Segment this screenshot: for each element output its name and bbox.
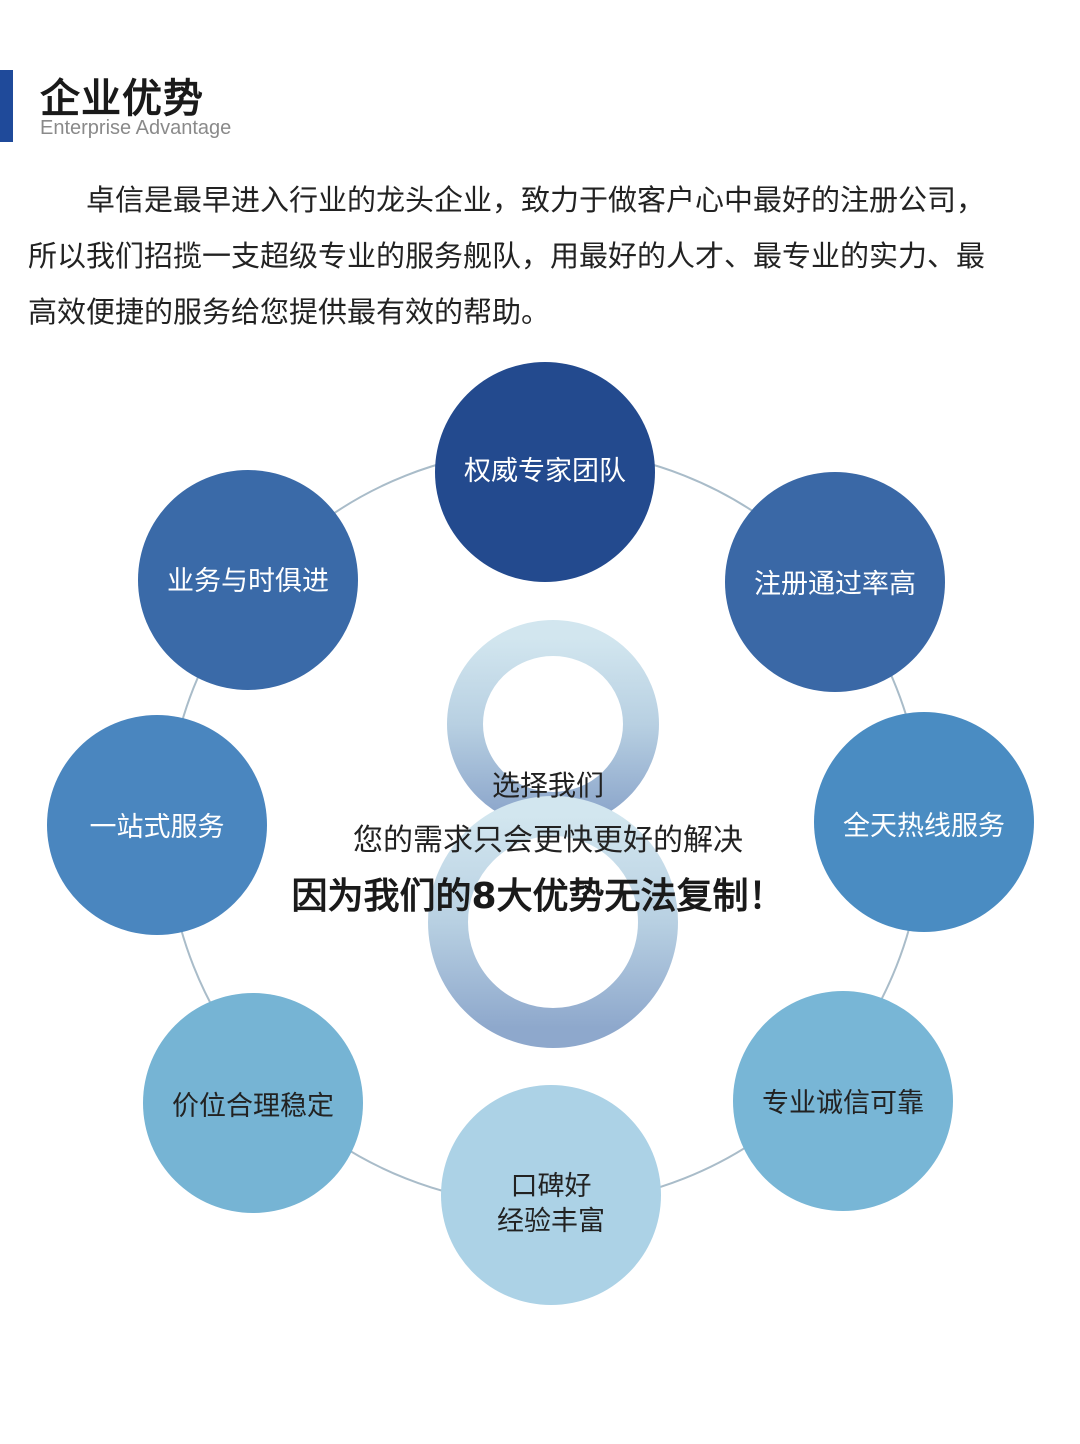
- advantage-node-high-pass-rate: 注册通过率高: [725, 472, 945, 692]
- advantage-node-professional-reliable: 专业诚信可靠: [733, 991, 953, 1211]
- node-label: 权威专家团队: [464, 456, 626, 487]
- intro-line: 所以我们招揽一支超级专业的服务舰队，用最好的人才、最专业的实力、最: [28, 239, 986, 273]
- node-circle: [814, 712, 1034, 932]
- node-circle: [733, 991, 953, 1211]
- node-label: 口碑好: [511, 1171, 592, 1202]
- advantage-node-24h-hotline: 全天热线服务: [814, 712, 1034, 932]
- node-label: 业务与时俱进: [167, 566, 329, 597]
- center-text-line2: 您的需求只会更快更好的解决: [353, 823, 743, 858]
- node-circle: [725, 472, 945, 692]
- advantage-node-stable-price: 价位合理稳定: [143, 993, 363, 1213]
- advantage-node-one-stop-service: 一站式服务: [47, 715, 267, 935]
- node-label: 价位合理稳定: [172, 1091, 334, 1122]
- node-label: 一站式服务: [90, 812, 225, 843]
- section-title: 企业优势: [40, 76, 204, 122]
- intro-line: 卓信是最早进入行业的龙头企业，致力于做客户心中最好的注册公司，: [86, 183, 986, 217]
- advantages-diagram: 选择我们 您的需求只会更快更好的解决 因为我们的8大优势无法复制！ 权威专家团队…: [47, 362, 1034, 1305]
- advantage-node-reputation-experience: 口碑好 经验丰富: [441, 1085, 661, 1305]
- node-circle: [435, 362, 655, 582]
- node-label: 专业诚信可靠: [762, 1088, 924, 1119]
- node-circle: [143, 993, 363, 1213]
- intro-paragraph: 卓信是最早进入行业的龙头企业，致力于做客户心中最好的注册公司， 所以我们招揽一支…: [28, 172, 1058, 340]
- node-label: 注册通过率高: [754, 569, 916, 600]
- node-circle: [138, 470, 358, 690]
- intro-line: 高效便捷的服务给您提供最有效的帮助。: [28, 295, 551, 329]
- advantage-node-expert-team: 权威专家团队: [435, 362, 655, 582]
- advantage-node-up-to-date-business: 业务与时俱进: [138, 470, 358, 690]
- node-circle: [441, 1085, 661, 1305]
- center-text-line1: 选择我们: [492, 769, 604, 802]
- node-label: 全天热线服务: [843, 811, 1005, 842]
- node-label-line2: 经验丰富: [497, 1206, 605, 1237]
- center-text-line3: 因为我们的8大优势无法复制！: [291, 876, 784, 917]
- section-subtitle: Enterprise Advantage: [40, 117, 232, 139]
- title-accent-bar: [0, 70, 13, 142]
- big-eight-numeral: [428, 620, 678, 1048]
- node-circle: [47, 715, 267, 935]
